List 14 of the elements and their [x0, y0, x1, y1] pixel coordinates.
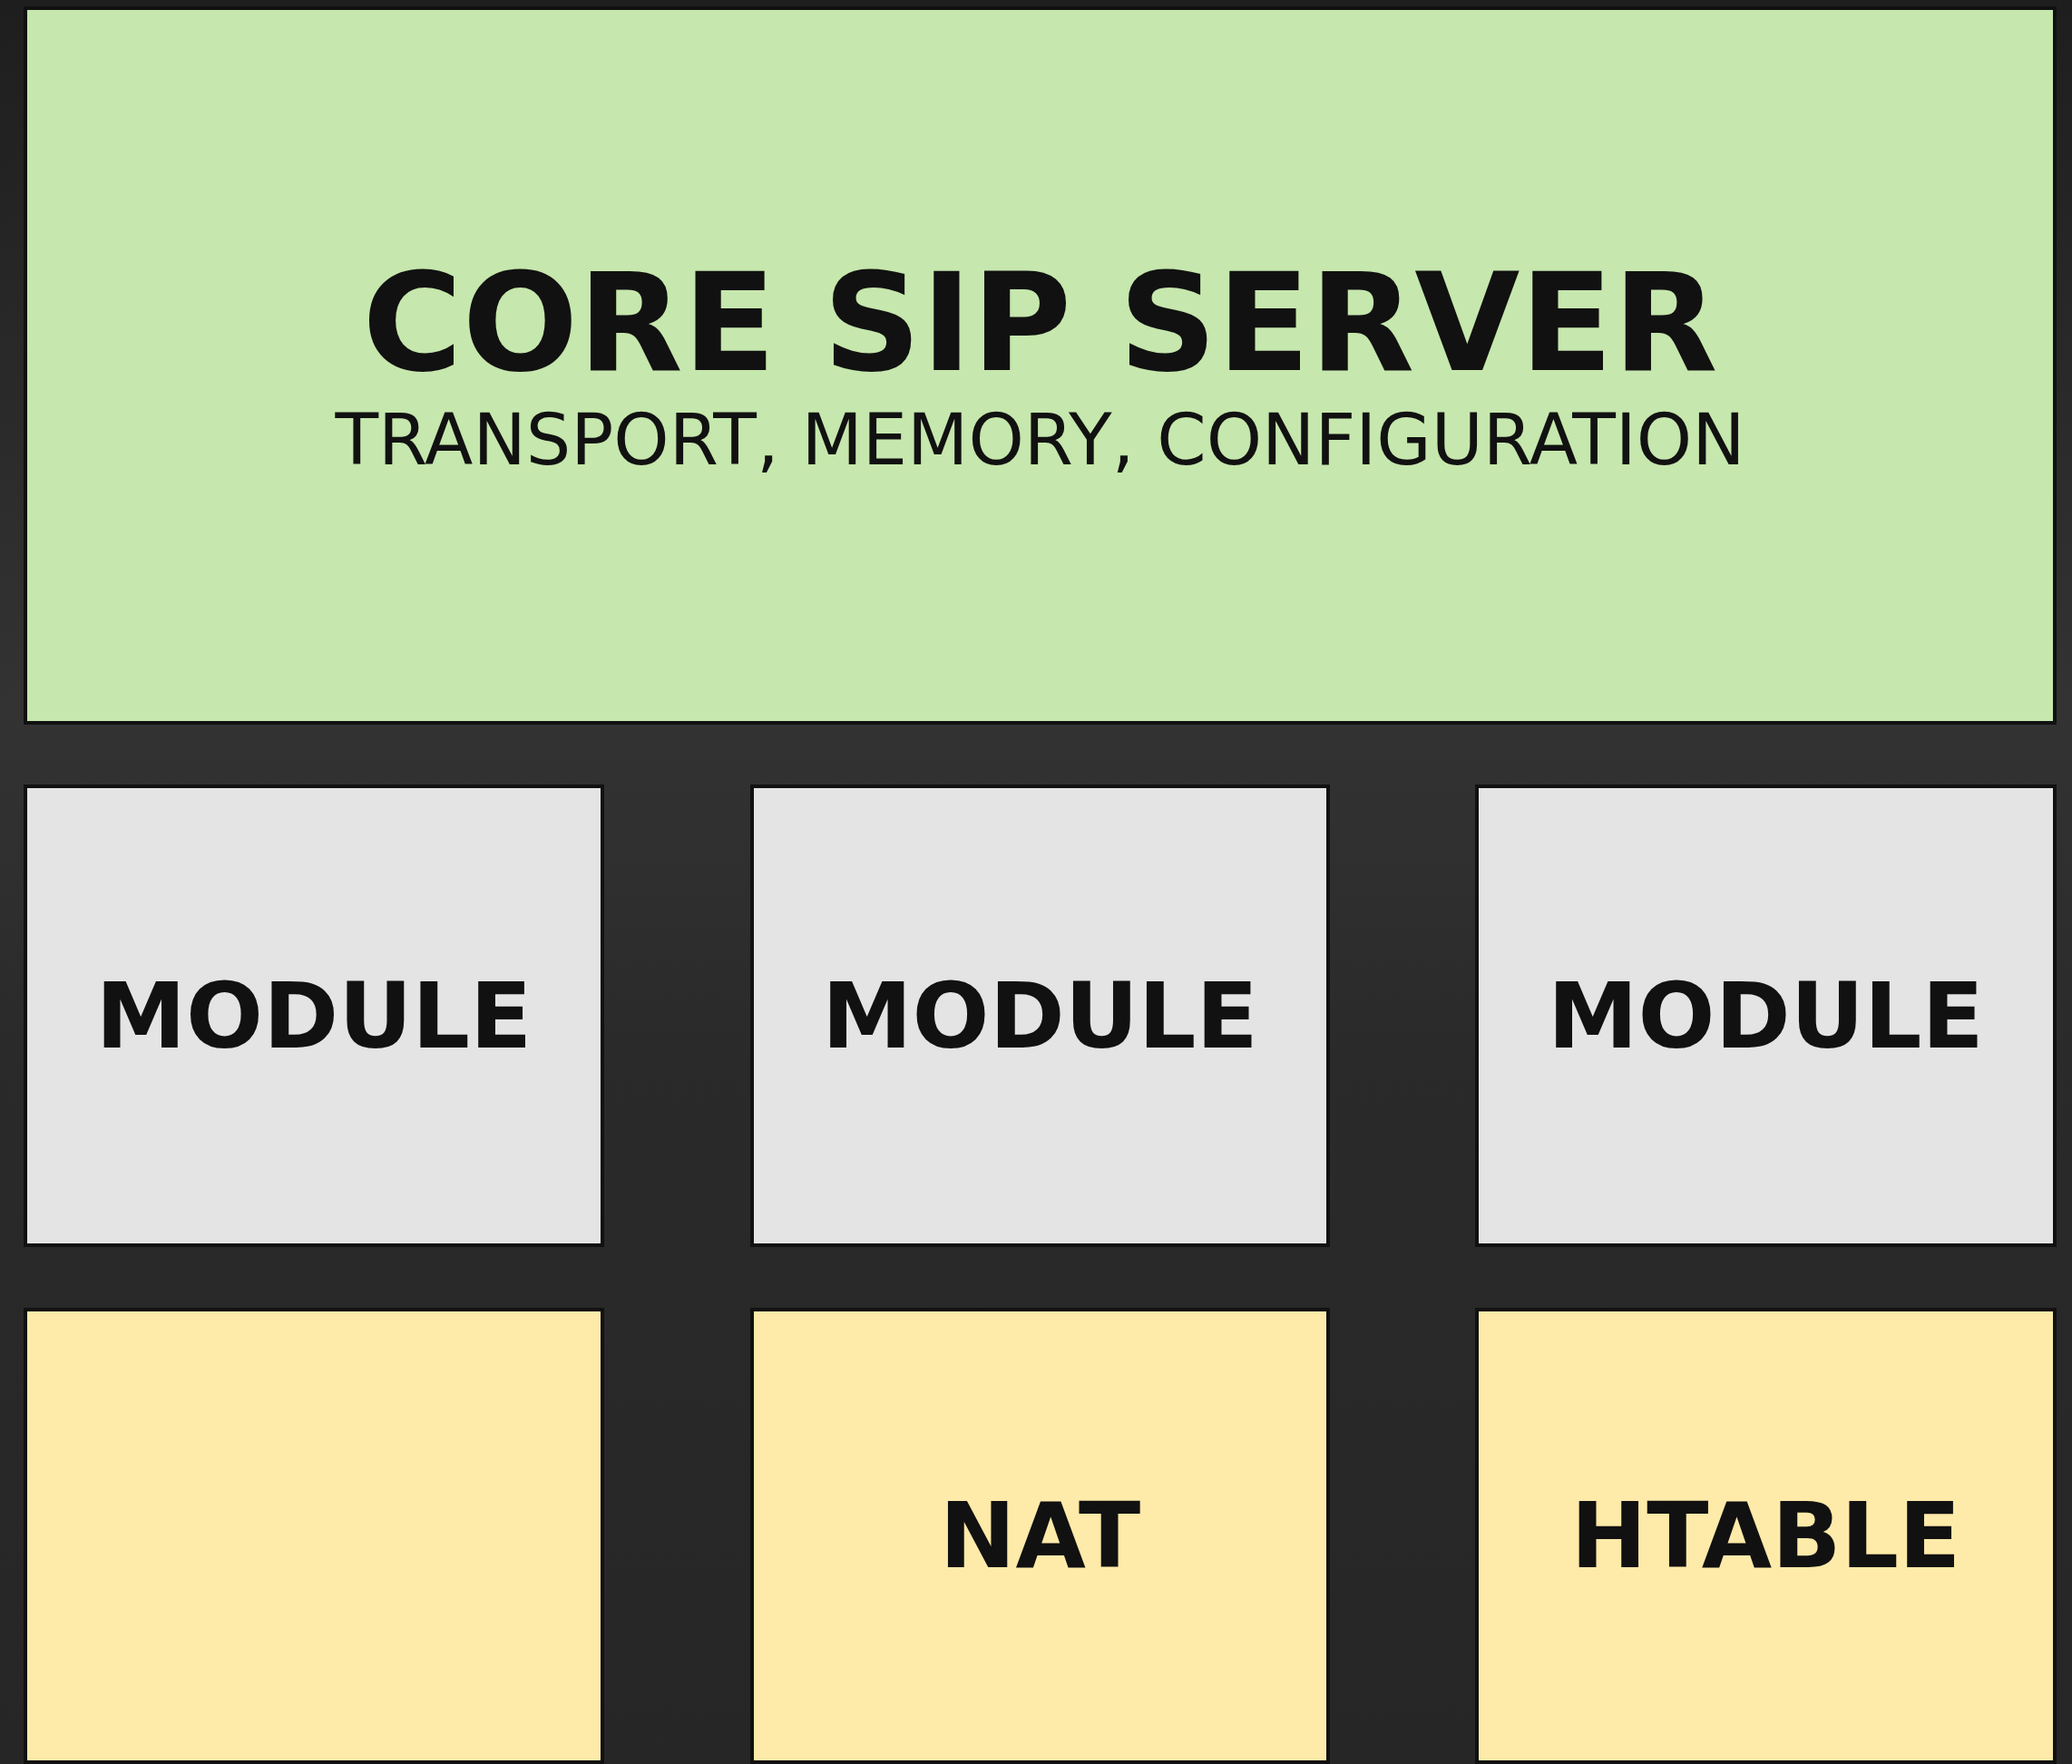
heading: CORE SIP SERVER — [362, 248, 1718, 398]
label: MODULE — [95, 962, 533, 1069]
module-box — [1475, 785, 2057, 1247]
label: NAT — [939, 1483, 1141, 1589]
label: HTABLE — [1570, 1483, 1961, 1589]
module-box — [24, 785, 604, 1247]
label: MODULE — [822, 962, 1258, 1069]
module-box — [750, 785, 1330, 1247]
server-box — [24, 6, 2057, 725]
module-box — [750, 1308, 1330, 1764]
empty-box — [24, 1308, 604, 1764]
module-box — [1475, 1308, 2057, 1764]
subheading: TRANSPORT, MEMORY, CONFIGURATION — [335, 397, 1745, 482]
label: MODULE — [1548, 962, 1984, 1069]
